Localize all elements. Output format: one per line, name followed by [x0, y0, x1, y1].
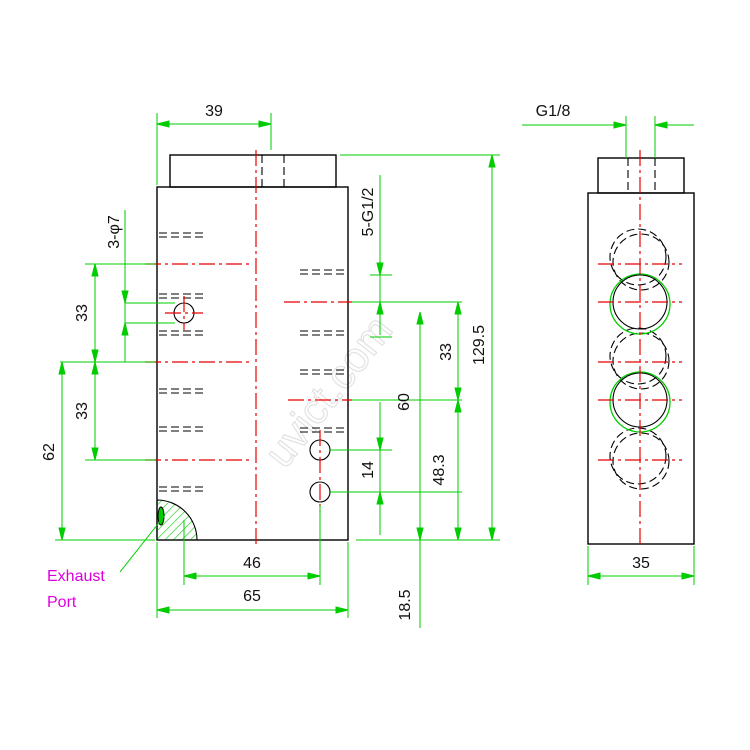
exhaust-port-label-line1: Exhaust [47, 568, 105, 585]
front-view [145, 150, 352, 545]
dim-3-phi7: 3-φ7 [106, 215, 123, 249]
dim-60: 60 [396, 393, 413, 411]
side-body-outline [587, 192, 695, 545]
side-hidden-circles [609, 228, 670, 490]
dim-33-upper: 33 [74, 304, 91, 322]
dim-129-5: 129.5 [471, 325, 488, 365]
dim-33-lower: 33 [74, 402, 91, 420]
dim-33-right: 33 [438, 343, 455, 361]
exhaust-leader-line [119, 514, 166, 573]
front-top-boss [169, 154, 337, 188]
dim-14: 14 [360, 461, 377, 479]
front-dimensions [55, 113, 500, 628]
exhaust-port-section [156, 499, 198, 541]
side-centerlines [598, 150, 682, 548]
dim-18-5: 18.5 [397, 589, 414, 620]
dim-62: 62 [41, 443, 58, 461]
right-hidden-lines [300, 269, 346, 433]
side-top-boss [597, 157, 685, 194]
dim-48-3: 48.3 [431, 454, 448, 485]
side-view [587, 150, 695, 548]
dim-5-g1-2: 5-G1/2 [360, 187, 377, 236]
front-centerlines [145, 150, 352, 545]
dim-g1-8: G1/8 [536, 103, 571, 120]
dim-65: 65 [243, 588, 261, 605]
exhaust-port-label-line2: Port [47, 594, 77, 611]
dim-35: 35 [632, 555, 650, 572]
dim-46: 46 [243, 555, 261, 572]
left-hidden-lines [159, 232, 205, 492]
dim-39: 39 [205, 103, 223, 120]
side-dimensions [522, 116, 695, 585]
